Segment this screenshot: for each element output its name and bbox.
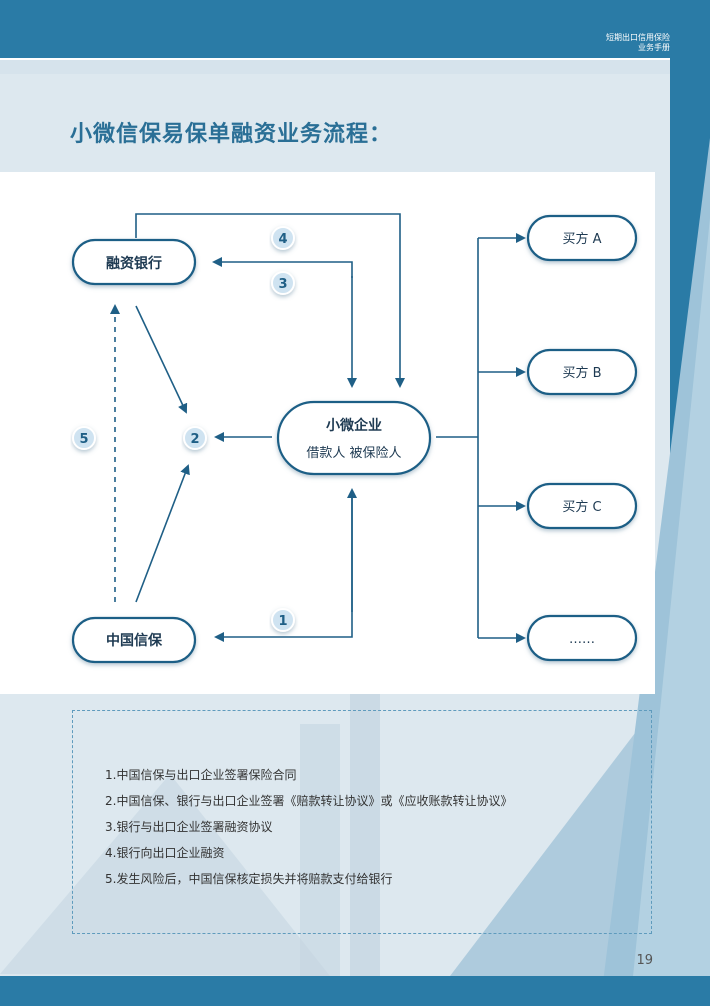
legend-item-5: 5.发生风险后，中国信保核定损失并将赔款支付给银行 [105, 872, 393, 886]
node-company-subtitle: 借款人 被保险人 [306, 446, 401, 461]
legend-item-1: 1.中国信保与出口企业签署保险合同 [105, 768, 297, 782]
step-badge-2: 2 [183, 426, 207, 450]
step-badge-5: 5 [72, 426, 96, 450]
node-buyer-b-label: 买方 B [562, 365, 601, 381]
flow-diagram: 融资银行 中国信保 小微企业 借款人 被保险人 买方 A 买方 B 买方 C …… [0, 172, 655, 694]
node-company-title: 小微企业 [326, 417, 382, 434]
top-band [0, 0, 710, 58]
step-badge-4-label: 4 [278, 232, 287, 247]
legend-item-2: 2.中国信保、银行与出口企业签署《赔款转让协议》或《应收账款转让协议》 [105, 794, 513, 808]
legend-item-4: 4.银行向出口企业融资 [105, 846, 225, 860]
arrow-step-4 [135, 213, 405, 388]
header-divider [0, 58, 670, 60]
steps-legend: 1.中国信保与出口企业签署保险合同 2.中国信保、银行与出口企业签署《赔款转让协… [72, 710, 652, 934]
page-title: 小微信保易保单融资业务流程： [70, 122, 393, 147]
step-badge-3: 3 [271, 271, 295, 295]
step-badge-2-label: 2 [190, 432, 199, 447]
step-badge-1-label: 1 [278, 614, 287, 629]
page-number: 19 [636, 953, 653, 968]
header-line-2: 业务手册 [638, 43, 670, 52]
step-badge-1: 1 [271, 608, 295, 632]
node-buyer-c: 买方 C [526, 482, 638, 530]
arrow-step-3-to-bank [212, 257, 353, 278]
bottom-band [0, 976, 710, 1006]
node-buyer-c-label: 买方 C [562, 499, 601, 515]
header-line-1: 短期出口信用保险 [606, 33, 670, 42]
node-buyer-more: …… [526, 614, 638, 662]
flow-diagram-svg: 融资银行 中国信保 小微企业 借款人 被保险人 买方 A 买方 B 买方 C …… [71, 213, 638, 664]
arrow-bank-to-2 [135, 305, 188, 414]
step-badge-4: 4 [271, 226, 295, 250]
right-diagonal-decoration [600, 138, 710, 1006]
node-buyer-b: 买方 B [526, 348, 638, 396]
node-sinosure-label: 中国信保 [106, 632, 163, 649]
node-company: 小微企业 借款人 被保险人 [276, 400, 432, 476]
arrow-sinosure-to-2 [135, 464, 190, 603]
step-badge-3-label: 3 [278, 277, 287, 292]
node-sinosure: 中国信保 [71, 616, 197, 664]
node-buyer-more-label: …… [569, 632, 595, 647]
node-buyer-a-label: 买方 A [562, 231, 601, 247]
running-header: 短期出口信用保险 业务手册 [606, 33, 670, 53]
legend-item-3: 3.银行与出口企业签署融资协议 [105, 820, 273, 834]
node-bank: 融资银行 [71, 238, 197, 286]
step-badge-5-label: 5 [79, 432, 88, 447]
node-buyer-a: 买方 A [526, 214, 638, 262]
node-bank-label: 融资银行 [106, 255, 162, 272]
